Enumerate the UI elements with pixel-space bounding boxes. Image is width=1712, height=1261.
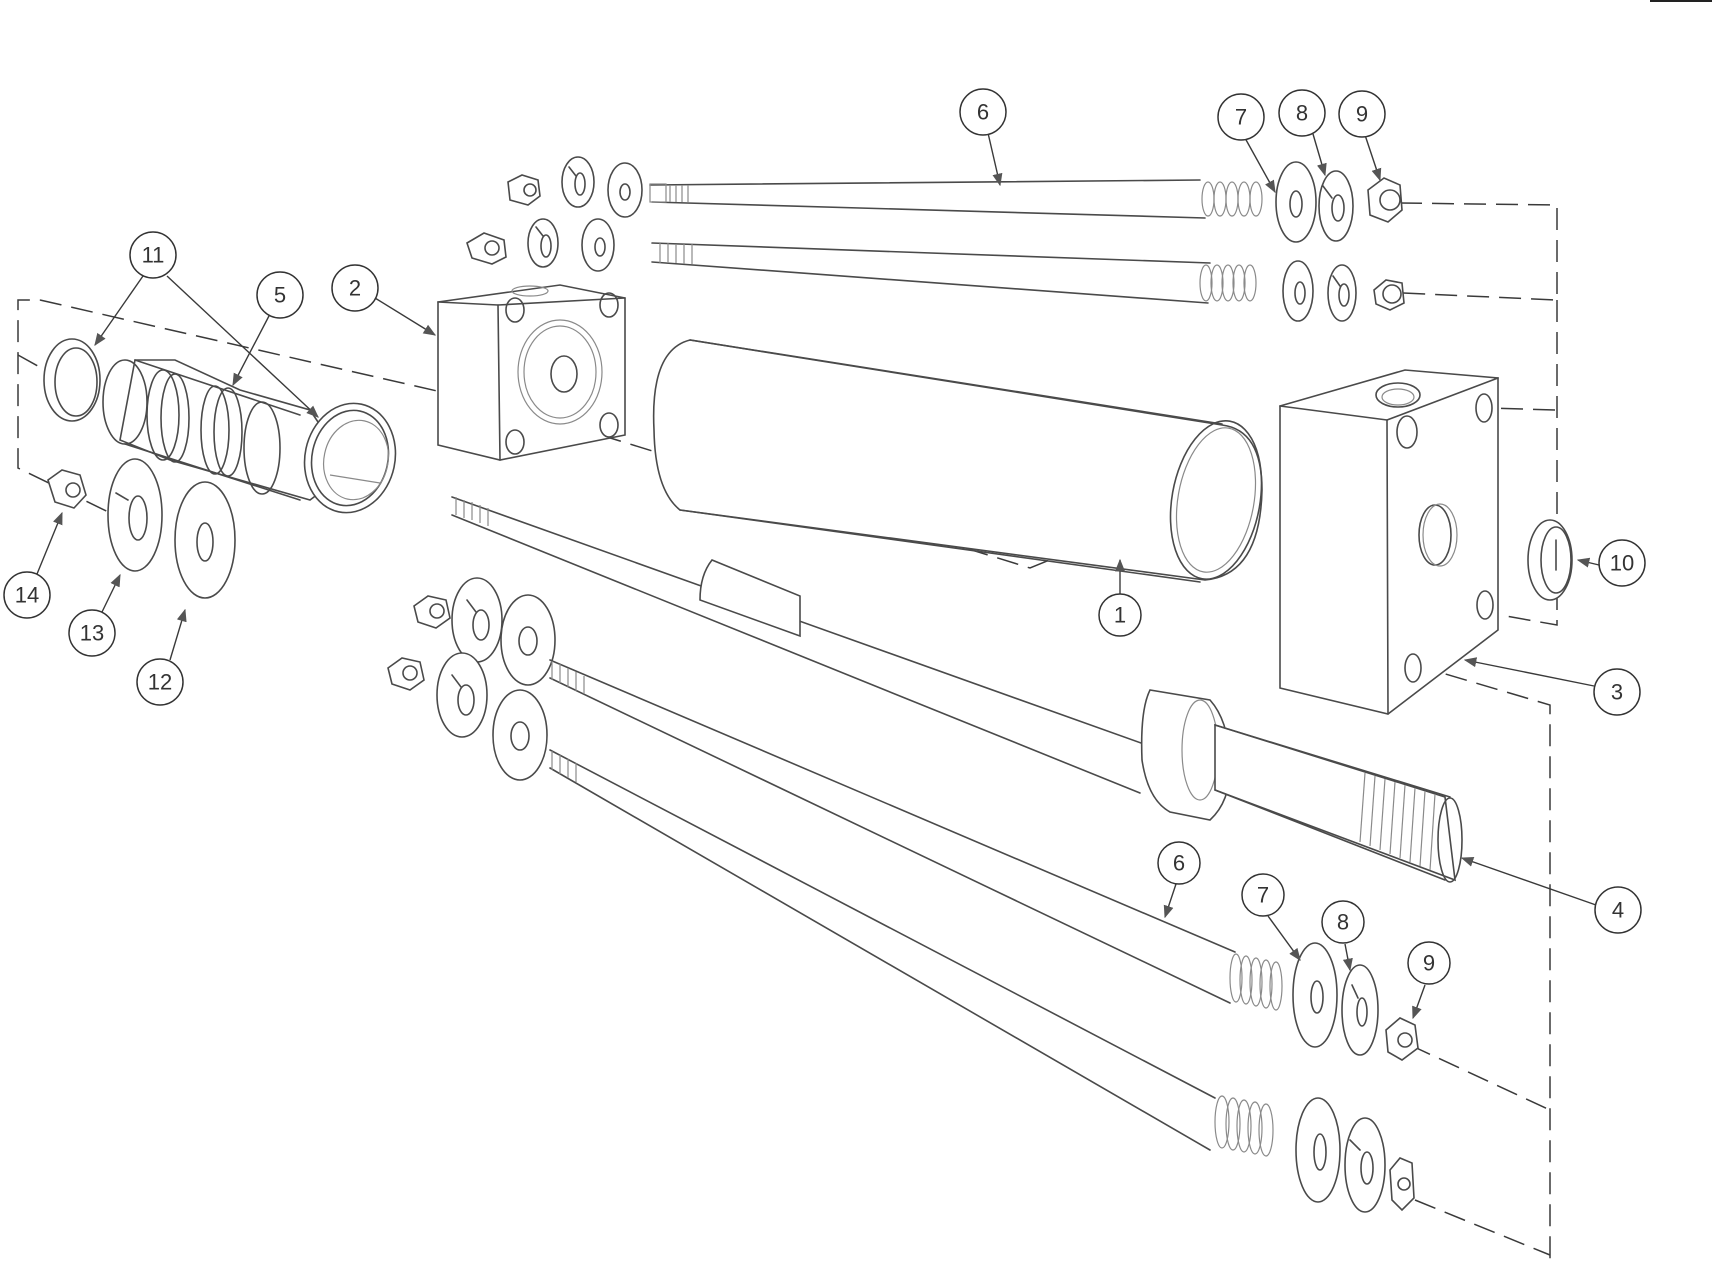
small-fasteners-left [47,458,236,599]
callout-label: 13 [80,621,104,646]
callout-label: 7 [1235,105,1247,130]
callout-label: 2 [349,276,361,301]
front-fasteners-upper [1275,161,1405,322]
front-fasteners-lower [1292,942,1419,1213]
tie-rod-upper-2 [651,242,1257,304]
front-end-cap [1279,369,1499,715]
callout-label: 5 [274,283,286,308]
hex-nut-icon [1367,177,1403,223]
callout-label: 7 [1257,883,1269,908]
flat-washer-icon [492,689,548,781]
callout-7-upper: 7 [1217,93,1265,141]
callout-label: 6 [1173,851,1185,876]
callout-label: 14 [15,583,39,608]
flat-washer-icon [174,481,236,599]
flat-washer-icon [1292,942,1338,1048]
callout-9-upper: 9 [1338,90,1386,138]
callout-label: 8 [1296,101,1308,126]
callout-label: 11 [142,243,165,268]
flat-washer-icon [581,218,615,272]
callout-11: 11 [129,231,177,279]
hex-nut-icon [466,232,507,265]
lock-washer-icon [436,652,488,738]
callout-3: 3 [1593,668,1641,716]
callout-8-lower: 8 [1321,900,1365,944]
lock-washer-icon [1341,964,1379,1056]
callout-label: 9 [1356,102,1368,127]
callout-label: 8 [1337,910,1349,935]
callout-label: 3 [1611,680,1623,705]
callout-1: 1 [1098,593,1142,637]
lock-washer-icon [1344,1117,1386,1213]
lock-washer-icon [1318,170,1354,242]
callout-6-upper: 6 [959,88,1007,136]
callout-13: 13 [68,609,116,657]
callout-6-lower: 6 [1157,841,1201,885]
tie-rod-lower-1 [549,659,1283,1011]
callout-7-lower: 7 [1241,873,1285,917]
callout-9-lower: 9 [1407,941,1451,985]
piston-assembly [43,338,397,514]
callout-label: 6 [977,100,989,125]
flat-washer-icon [1282,260,1314,322]
hex-nut-icon [1389,1157,1415,1212]
callout-label: 9 [1423,951,1435,976]
hex-nut-icon [507,174,541,206]
callout-2: 2 [331,264,379,312]
flat-washer-icon [607,162,643,218]
hex-nut-icon [413,595,451,629]
lock-washer-icon [561,156,595,208]
rear-end-cap [437,284,626,461]
flat-washer-icon [1275,161,1317,243]
flat-washer-icon [1295,1097,1341,1203]
flat-washer-icon [500,594,556,686]
leader-lines [36,132,1600,1020]
tie-rod-upper-1 [649,179,1263,219]
tie-rod-lower-2 [549,749,1274,1157]
hex-nut-icon [47,469,87,509]
rear-fasteners-lower [387,577,556,781]
lock-washer-icon [451,577,503,663]
rear-fasteners-upper [466,156,643,272]
hex-nut-icon [387,657,425,691]
hex-nut-icon [1373,279,1405,311]
lock-washer-icon [1327,264,1357,322]
callouts: 1 2 3 4 5 6 7 8 9 10 11 12 13 14 6 7 8 9 [3,88,1646,985]
callout-14: 14 [3,571,51,619]
hex-nut-icon [1385,1017,1419,1061]
callout-4: 4 [1594,886,1642,934]
callout-5: 5 [256,271,304,319]
callout-label: 10 [1610,551,1634,576]
lock-washer-icon [107,458,163,572]
callout-label: 4 [1612,898,1624,923]
cylinder-barrel [652,339,1263,583]
callout-label: 1 [1114,603,1126,628]
lock-washer-icon [527,218,559,268]
piston-rod [451,496,1463,883]
callout-label: 12 [148,670,172,695]
callout-8-upper: 8 [1278,89,1326,137]
rod-seal [1527,519,1573,601]
callout-12: 12 [136,658,184,706]
callout-10: 10 [1598,539,1646,587]
